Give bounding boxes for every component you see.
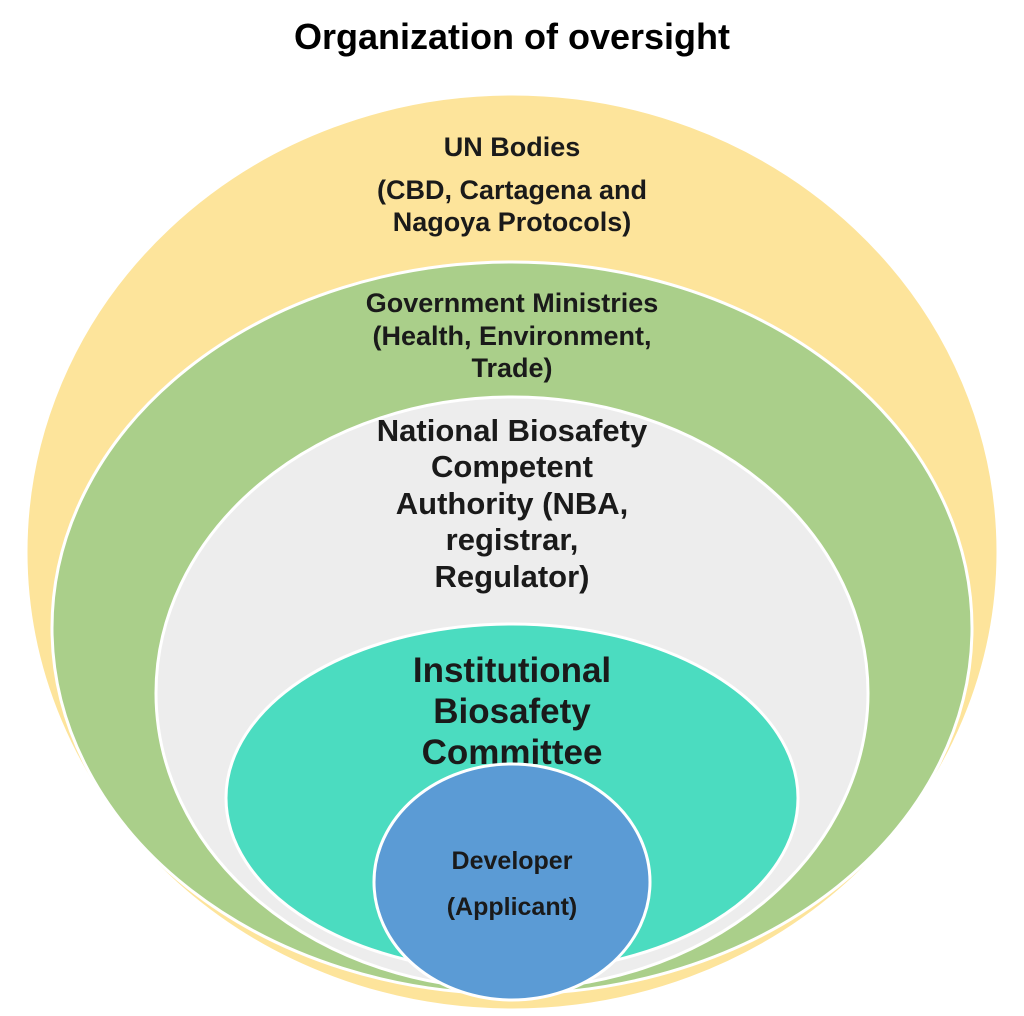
nba-line-3: Authority (NBA,	[396, 486, 628, 521]
ibc-line-1: Institutional	[413, 651, 611, 690]
nba-line-4: registrar,	[446, 522, 579, 557]
un-bodies-line-2: (CBD, Cartagena and	[377, 175, 647, 205]
layer-developer: Developer (Applicant)	[372, 762, 652, 1002]
nba-line-1: National Biosafety	[377, 413, 648, 448]
ministries-line-3: Trade)	[471, 353, 552, 383]
page-title: Organization of oversight	[293, 16, 731, 57]
developer-line-2: (Applicant)	[447, 893, 578, 921]
un-bodies-line-3: Nagoya Protocols)	[393, 207, 632, 237]
ibc-line-2: Biosafety	[433, 692, 591, 731]
developer-line-1: Developer	[452, 847, 573, 875]
un-bodies-line-1: UN Bodies	[444, 132, 581, 162]
nba-line-2: Competent	[431, 449, 593, 484]
nba-line-5: Regulator)	[435, 559, 590, 594]
developer-ellipse	[372, 762, 652, 1002]
ministries-line-2: (Health, Environment,	[372, 321, 651, 351]
ministries-line-1: Government Ministries	[366, 288, 659, 318]
